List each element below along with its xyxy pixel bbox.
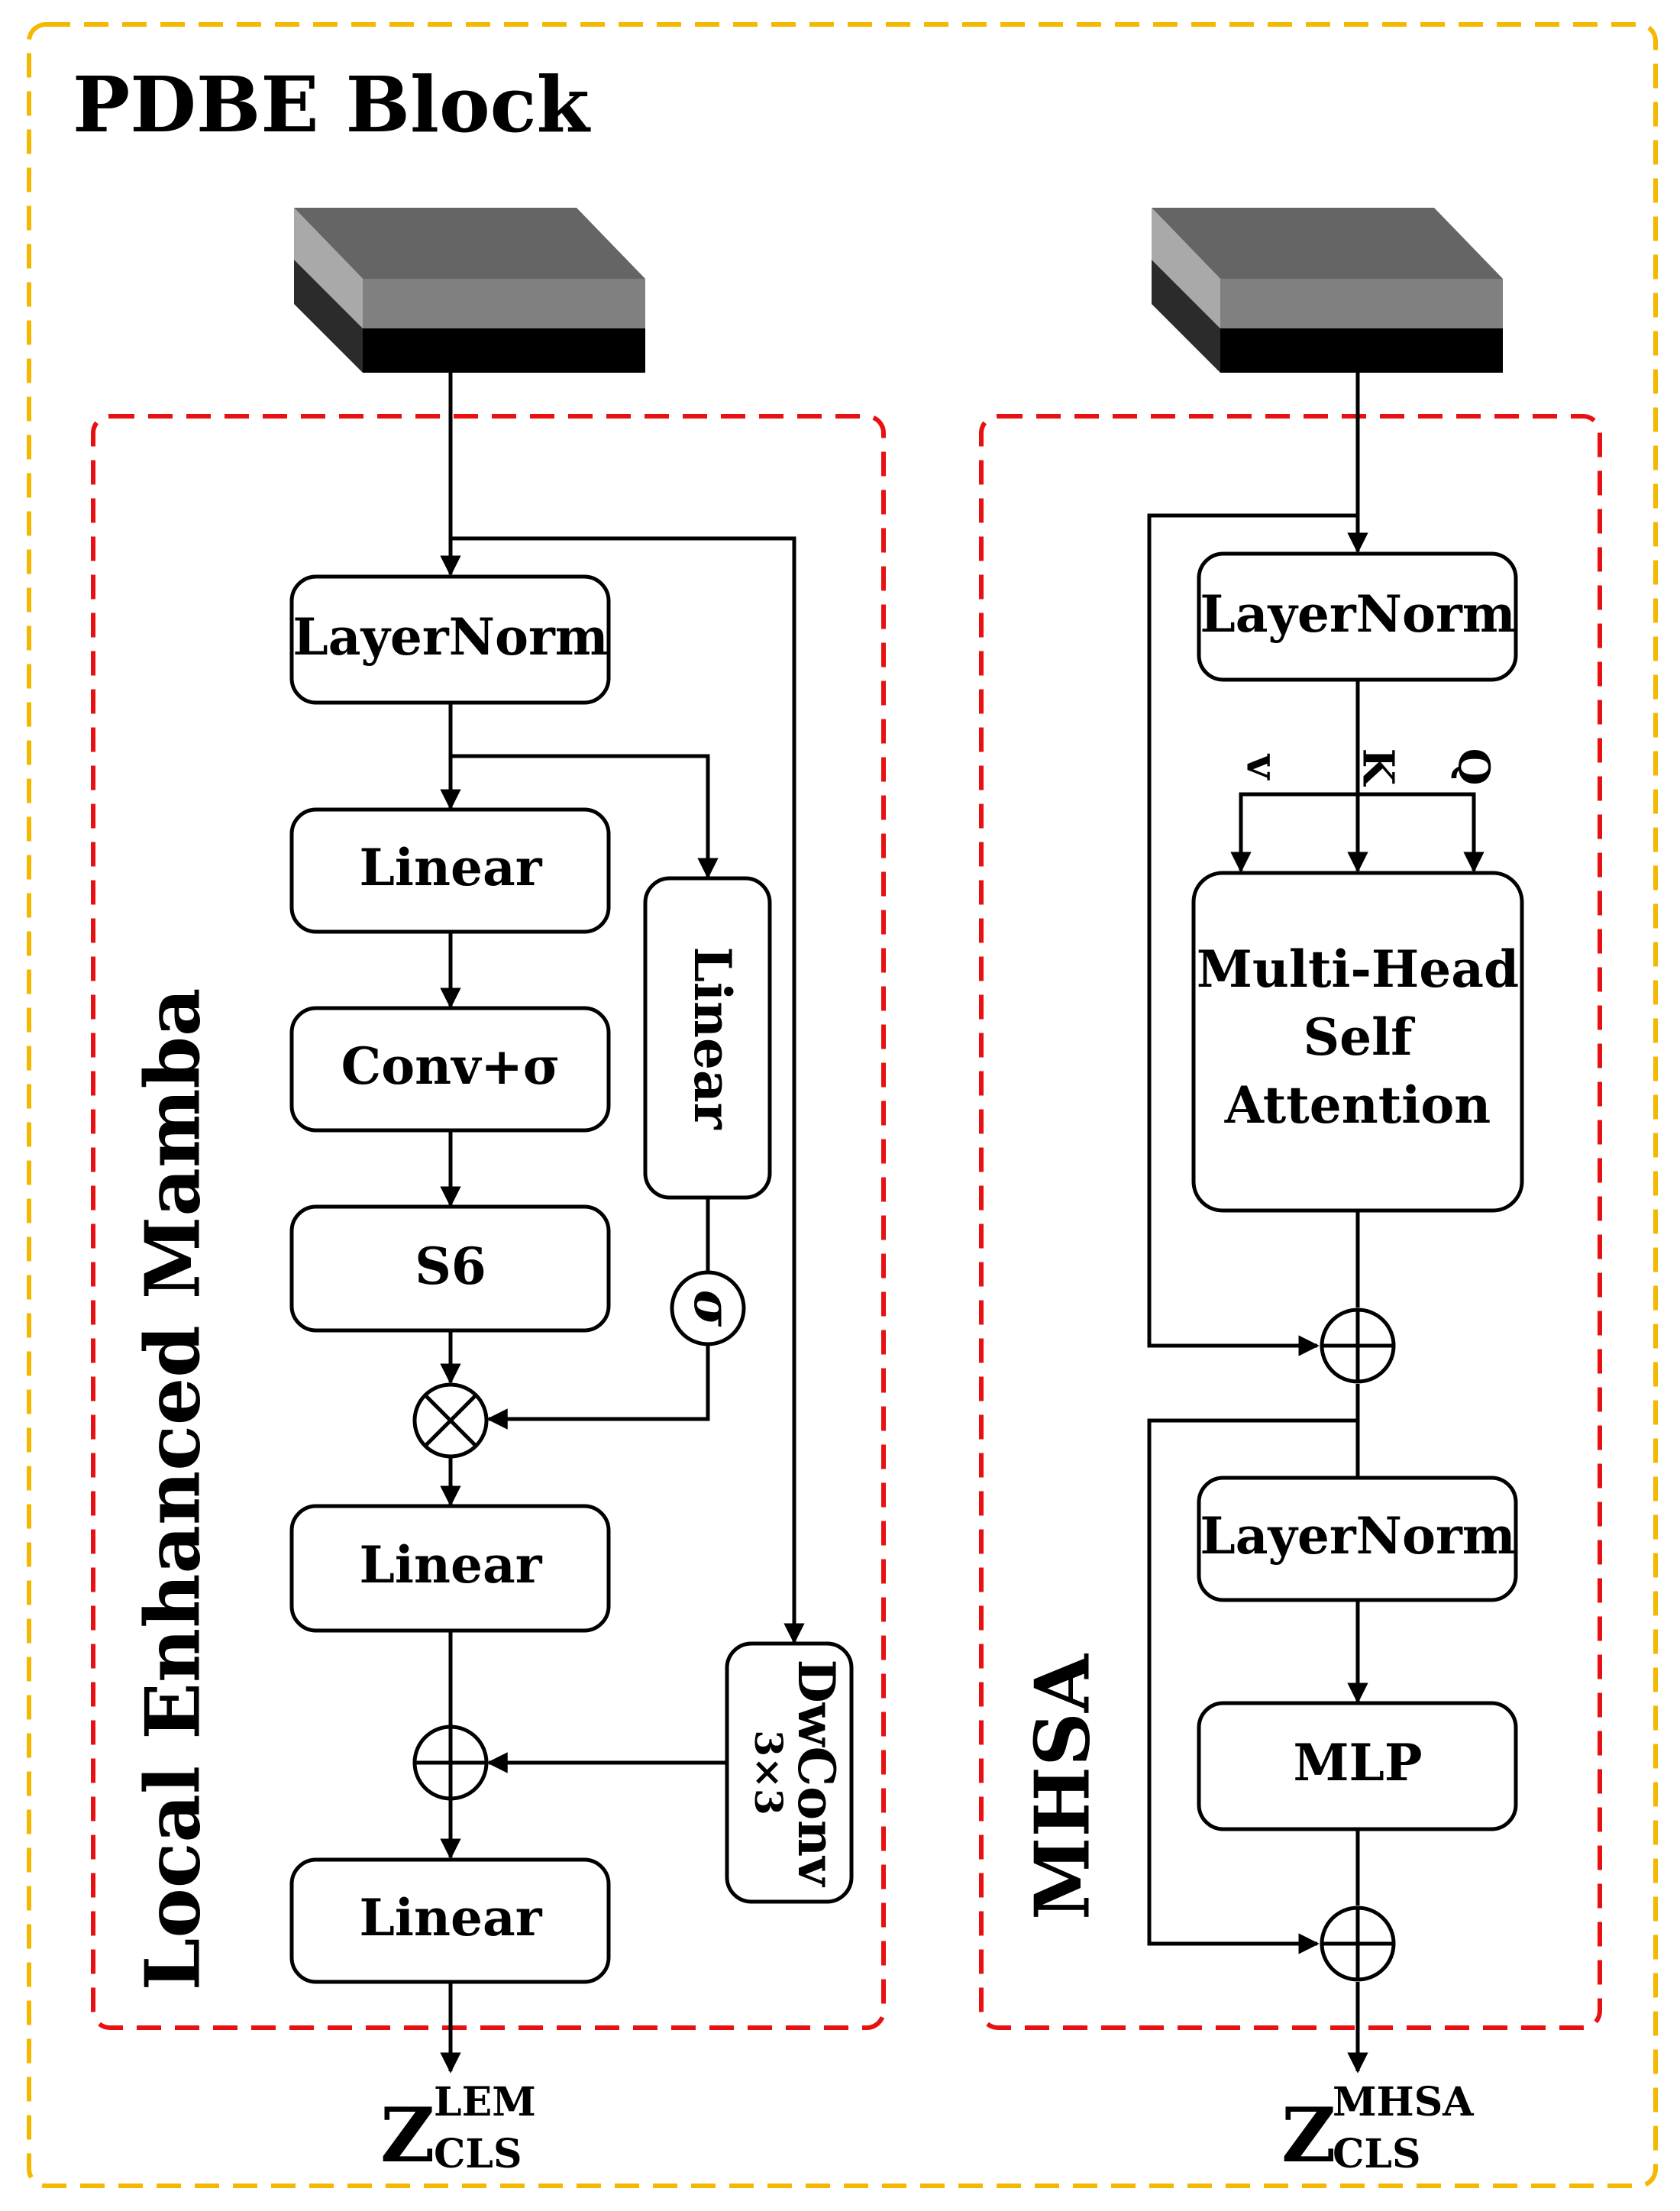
mhsa-attention-box: Multi-Head Self Attention xyxy=(1191,871,1524,1213)
lem-sigma-node: σ xyxy=(670,1270,746,1346)
mhsa-mlp-label: MLP xyxy=(1293,1733,1422,1792)
mhsa-layernorm1-box: LayerNorm xyxy=(1197,551,1518,682)
mhsa-edges xyxy=(1147,373,1485,2074)
input-feature-block-right xyxy=(1152,208,1503,373)
mhsa-add2-node xyxy=(1320,1906,1396,1982)
lem-layernorm-label: LayerNorm xyxy=(292,607,608,667)
lem-output-label: Z LEM CLS xyxy=(380,2079,536,2180)
lem-s6-label: S6 xyxy=(415,1236,486,1296)
lem-sigma-label: σ xyxy=(683,1290,742,1327)
mhsa-output-sup: MHSA xyxy=(1333,2079,1474,2125)
lem-panel-label: Local Enhanced Mamba xyxy=(129,988,217,1990)
lem-output-sub: CLS xyxy=(434,2131,522,2177)
mhsa-layernorm2-box: LayerNorm xyxy=(1197,1476,1518,1602)
mhsa-attention-line3: Attention xyxy=(1224,1075,1491,1135)
mhsa-layernorm2-label: LayerNorm xyxy=(1200,1506,1515,1566)
mhsa-attention-line1: Multi-Head xyxy=(1197,939,1519,999)
mhsa-output-label: Z MHSA CLS xyxy=(1281,2079,1474,2180)
lem-side-linear-box: Linear xyxy=(643,876,772,1200)
mhsa-layernorm1-label: LayerNorm xyxy=(1200,584,1515,644)
lem-edges xyxy=(440,373,805,2074)
lem-linear3-box: Linear xyxy=(289,1857,611,1984)
mhsa-output-z: Z xyxy=(1281,2092,1336,2180)
input-feature-block-left xyxy=(294,208,645,373)
mhsa-add1-node xyxy=(1320,1308,1396,1384)
lem-conv-label: Conv+σ xyxy=(341,1036,561,1096)
lem-dwconv-label: DwConv xyxy=(787,1660,846,1888)
mhsa-attention-line2: Self xyxy=(1303,1007,1415,1067)
outer-border xyxy=(27,22,1658,2188)
mhsa-output-sub: CLS xyxy=(1333,2131,1421,2177)
mhsa-v-label: v xyxy=(1236,753,1287,781)
lem-linear3-label: Linear xyxy=(360,1888,543,1948)
lem-linear1-label: Linear xyxy=(360,838,543,897)
lem-output-sup: LEM xyxy=(434,2079,536,2125)
block-title: PDBE Block xyxy=(73,60,591,150)
lem-linear1-box: Linear xyxy=(289,807,611,934)
lem-conv-box: Conv+σ xyxy=(289,1006,611,1133)
lem-s6-box: S6 xyxy=(289,1204,611,1333)
lem-dwconv-kernel: 3×3 xyxy=(746,1730,791,1815)
mhsa-panel-label: MHSA xyxy=(1019,1653,1107,1920)
lem-multiply-node xyxy=(412,1382,489,1459)
mhsa-mlp-box: MLP xyxy=(1197,1701,1518,1831)
lem-output-z: Z xyxy=(380,2092,435,2180)
mhsa-q-label: Q xyxy=(1448,748,1498,786)
lem-add-node xyxy=(412,1725,489,1801)
lem-dwconv-box: DwConv 3×3 xyxy=(725,1641,854,1904)
lem-border xyxy=(91,414,886,2030)
lem-side-linear-label: Linear xyxy=(683,947,742,1130)
lem-linear2-label: Linear xyxy=(360,1535,543,1595)
lem-layernorm-box: LayerNorm xyxy=(289,574,611,705)
lem-linear2-box: Linear xyxy=(289,1504,611,1633)
mhsa-k-label: K xyxy=(1352,748,1403,787)
